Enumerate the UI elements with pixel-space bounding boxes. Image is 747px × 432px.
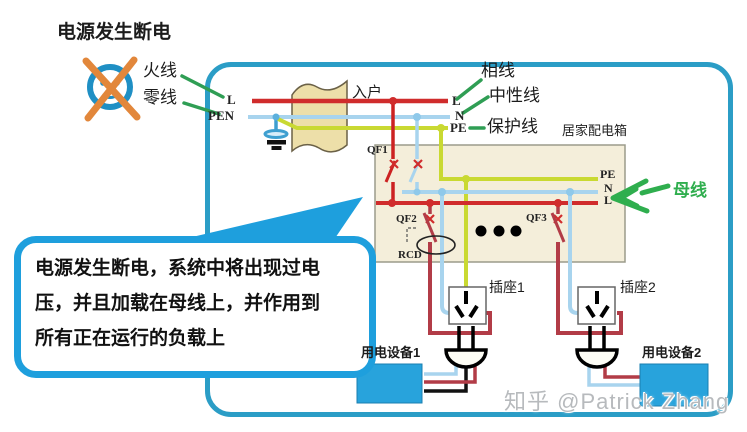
- supply-l-label: L: [452, 93, 461, 108]
- callout-line-2: 压，并且加载在母线上，并作用到: [35, 293, 321, 314]
- bus-l-label: L: [604, 193, 613, 207]
- panel-title: 居家配电箱: [562, 123, 628, 138]
- live-wire-label: 火线: [143, 61, 177, 80]
- socket2-neutral-drop: [568, 192, 579, 315]
- callout-line-1: 电源发生断电，系统中将出现过电: [35, 258, 321, 279]
- protective-line-label: 保护线: [487, 117, 538, 136]
- supply-n-label: N: [455, 108, 465, 123]
- incoming-pen-label: PEN: [208, 108, 234, 123]
- phase-wire-label: 相线: [481, 61, 515, 80]
- socket1-label: 插座1: [489, 279, 525, 295]
- incoming-l-label: L: [227, 92, 236, 107]
- device1-label: 用电设备1: [361, 345, 421, 360]
- callout-line-3: 所有正在运行的负载上: [35, 328, 226, 349]
- ellipsis-dots: [475, 225, 522, 237]
- callout-bubble: 电源发生断电，系统中将出现过电 压，并且加载在母线上，并作用到 所有正在运行的负…: [14, 236, 376, 378]
- socket2-label: 插座2: [620, 279, 656, 295]
- device2-label: 用电设备2: [642, 345, 702, 360]
- plug2: [575, 326, 619, 369]
- device2-box: [639, 363, 709, 407]
- ground-symbol: [263, 117, 289, 150]
- socket1: [448, 286, 487, 325]
- qf1-label: QF1: [367, 144, 388, 156]
- supply-pe-label: PE: [450, 120, 467, 135]
- entry-label: 入户: [352, 84, 383, 101]
- rcd-label: RCD: [398, 249, 422, 261]
- junction-dots: [272, 97, 574, 207]
- qf3-label: QF3: [526, 212, 547, 224]
- page-title: 电源发生断电: [57, 22, 172, 43]
- neutral-wire-label: 零线: [143, 88, 177, 107]
- label-pointers: [180, 74, 490, 130]
- socket2: [577, 286, 616, 325]
- rcd-toroid: [416, 235, 456, 255]
- pe-busbar: [439, 128, 598, 289]
- busbar-label: 母线: [673, 181, 707, 200]
- busbar-arrow: [610, 178, 671, 214]
- no-power-icon: [82, 56, 141, 122]
- neutral-line-label: 中性线: [489, 86, 540, 105]
- watermark: 知乎 @Patrick Zhang: [504, 389, 730, 414]
- bus-pe-label: PE: [600, 167, 616, 181]
- qf2-label: QF2: [396, 213, 417, 225]
- plug1: [444, 326, 488, 369]
- bus-n-label: N: [604, 181, 613, 195]
